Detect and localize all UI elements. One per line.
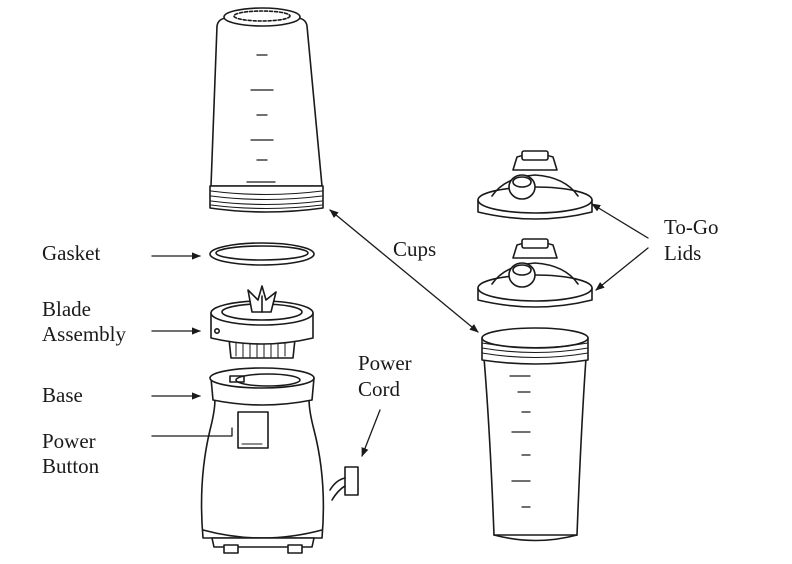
- arrow-lid-top: [591, 203, 649, 239]
- label-cups: Cups: [393, 237, 437, 261]
- label-power-cord-line2: Cord: [358, 377, 400, 401]
- cup-left: [209, 7, 324, 213]
- label-gasket: Gasket: [42, 241, 101, 265]
- togo-lid-top: [477, 150, 593, 220]
- motor-base: [200, 367, 359, 554]
- label-togo-line2: Lids: [664, 241, 702, 265]
- cup-right: [481, 327, 589, 542]
- arrow-lid-bottom: [595, 247, 649, 291]
- arrow-power-button: [151, 427, 233, 437]
- gasket: [209, 242, 315, 266]
- togo-lid-bottom: [477, 238, 593, 308]
- label-power-button-line2: Button: [42, 454, 100, 478]
- label-base: Base: [42, 383, 83, 407]
- blade-assembly: [210, 285, 314, 359]
- label-power-button-line1: Power: [42, 429, 96, 453]
- label-blade-line2: Assembly: [42, 322, 126, 346]
- leader-arrows: [151, 203, 649, 457]
- label-blade-line1: Blade: [42, 297, 91, 321]
- label-togo-line1: To-Go: [664, 215, 719, 239]
- label-power-cord-line1: Power: [358, 351, 412, 375]
- arrow-cups: [329, 209, 479, 333]
- arrow-power-cord: [361, 409, 381, 457]
